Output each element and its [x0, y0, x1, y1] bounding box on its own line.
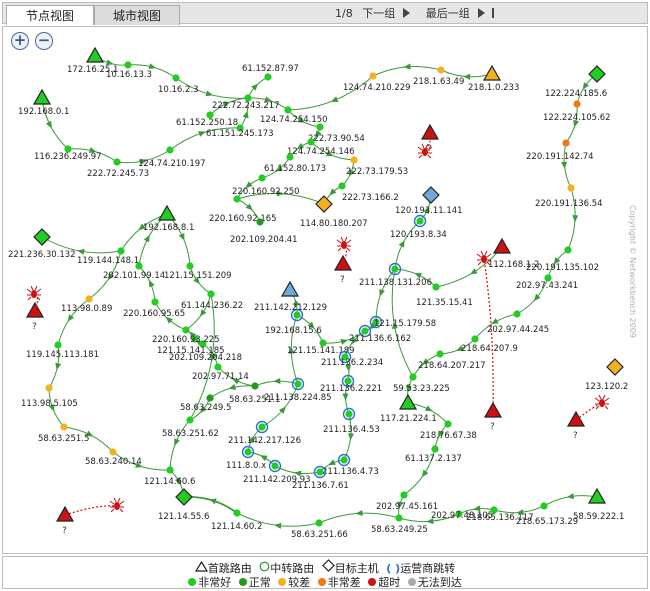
legend-very-poor: 非常差 — [317, 574, 361, 590]
legend-very-good: 非常好 — [188, 574, 231, 590]
next-group-button[interactable]: 下一组 — [362, 7, 416, 20]
parenthesis-icon: ( ) — [386, 562, 401, 575]
copyright-text: Copyright © Networkbench 2009 — [628, 205, 637, 339]
status-dot-icon — [238, 578, 247, 586]
status-dot-icon — [407, 578, 416, 586]
legend-poor: 较差 — [278, 574, 310, 590]
status-dot-icon — [188, 578, 197, 586]
status-dot-icon — [368, 578, 377, 586]
legend-isp-jump-label: 运营商跳转 — [400, 562, 456, 575]
topology-canvas[interactable] — [2, 26, 648, 554]
legend-very-poor-label: 非常差 — [327, 576, 361, 589]
status-dot-icon — [278, 578, 287, 586]
legend-transit-label: 中转路由 — [270, 562, 315, 575]
skip-end-bar-icon — [491, 8, 494, 18]
pager: 1/8 下一组 最后一组 — [335, 6, 506, 22]
tab-city-view[interactable]: 城市视图 — [94, 5, 180, 25]
zoom-out-button[interactable]: − — [35, 32, 53, 50]
zoom-in-button[interactable]: + — [11, 32, 29, 50]
last-group-label: 最后一组 — [425, 7, 470, 20]
legend-transit: 中转路由 — [259, 560, 314, 576]
legend-poor-label: 较差 — [288, 576, 311, 589]
legend-first-hop-label: 首跳路由 — [207, 562, 252, 575]
diamond-icon — [321, 559, 335, 572]
legend: 首跳路由 中转路由 目标主机 ( )运营商跳转 非常好 正常 较差 非常差 超时… — [2, 556, 648, 589]
legend-status: 非常好 正常 较差 非常差 超时 无法到达 — [3, 574, 647, 590]
legend-first-hop: 首跳路由 — [194, 560, 252, 576]
legend-normal-label: 正常 — [248, 576, 271, 589]
tab-node-view[interactable]: 节点视图 — [6, 5, 94, 25]
legend-unreachable: 无法到达 — [407, 574, 462, 590]
toolbar: 节点视图 城市视图 1/8 下一组 最后一组 — [2, 2, 648, 25]
last-group-button[interactable]: 最后一组 — [426, 7, 500, 20]
page-indicator: 1/8 — [335, 7, 353, 20]
legend-target: 目标主机 — [321, 559, 379, 576]
next-group-label: 下一组 — [362, 7, 396, 20]
legend-timeout-label: 超时 — [378, 576, 401, 589]
legend-shapes: 首跳路由 中转路由 目标主机 ( )运营商跳转 — [3, 559, 647, 576]
legend-unreachable-label: 无法到达 — [417, 576, 462, 589]
legend-very-good-label: 非常好 — [198, 576, 232, 589]
status-dot-icon — [317, 578, 326, 586]
legend-normal: 正常 — [238, 574, 271, 590]
play-icon — [403, 8, 411, 18]
triangle-icon — [194, 560, 208, 572]
legend-isp-jump: ( )运营商跳转 — [386, 560, 455, 576]
circle-icon — [259, 561, 270, 572]
legend-timeout: 超时 — [368, 574, 400, 590]
legend-target-label: 目标主机 — [334, 562, 379, 575]
skip-end-icon — [477, 8, 485, 18]
